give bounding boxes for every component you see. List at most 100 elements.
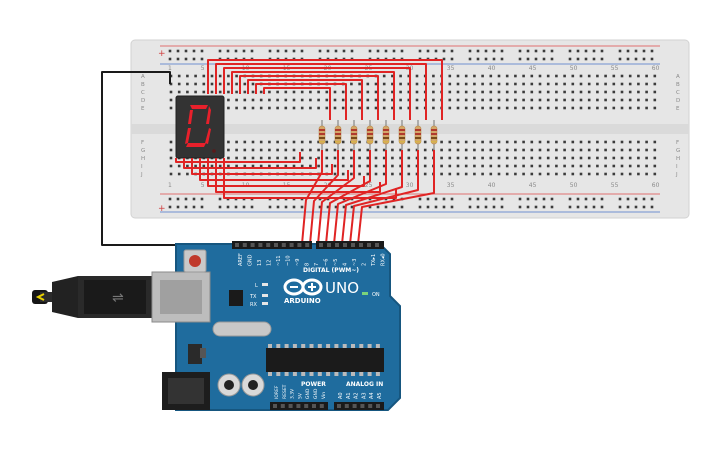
segment: [188, 110, 193, 124]
row-letter-label: H: [676, 156, 680, 162]
row-letter-label: J: [675, 172, 678, 178]
column-number-label: 55: [611, 65, 619, 72]
row-letter-label: D: [141, 98, 145, 104]
wire[interactable]: [309, 150, 339, 245]
wire[interactable]: [263, 87, 331, 120]
row-letter-label: D: [676, 98, 680, 104]
column-number-label: 60: [652, 65, 660, 72]
chip-pins: [268, 344, 380, 376]
on-led: [362, 292, 368, 295]
resistor[interactable]: [318, 125, 326, 145]
segment: [186, 143, 206, 147]
wires[interactable]: [101, 59, 443, 246]
column-number-label: 55: [611, 182, 619, 189]
digital-header-right[interactable]: [316, 241, 384, 249]
digital-pin-label: ~5: [333, 259, 339, 266]
row-letter-label: I: [676, 164, 678, 170]
wire[interactable]: [301, 150, 323, 245]
digital-pin-label: AREF: [238, 253, 244, 266]
column-number-label: 5: [201, 65, 205, 72]
power-pin-label: Vin: [321, 392, 327, 399]
power-pin-label: 5V: [297, 392, 303, 399]
power-pin-label: RESET: [282, 384, 288, 399]
column-number-label: 35: [447, 182, 455, 189]
digital-pin-label: GND: [248, 254, 254, 266]
resistor[interactable]: [430, 125, 438, 145]
wire[interactable]: [317, 150, 355, 245]
column-number-label: 35: [447, 65, 455, 72]
digital-pin-label: ~10: [286, 255, 292, 266]
segment: [185, 128, 191, 144]
wire[interactable]: [183, 158, 317, 169]
plus-rail-label-bottom: +: [158, 204, 166, 214]
resistor[interactable]: [414, 125, 422, 145]
digital-pin-label: 13: [257, 260, 263, 266]
row-letter-label: E: [141, 106, 145, 112]
row-letter-label: G: [676, 148, 680, 154]
seven-segment-display[interactable]: [175, 95, 225, 159]
wire[interactable]: [175, 152, 301, 163]
wire[interactable]: [215, 63, 427, 120]
column-number-label: 50: [570, 182, 578, 189]
wire[interactable]: [101, 71, 232, 246]
wire[interactable]: [231, 71, 395, 120]
arduino-logo-icon: [283, 278, 323, 296]
segment: [205, 128, 211, 144]
segment-digit: [185, 105, 211, 147]
usb-symbol-icon: ⇌: [112, 290, 124, 306]
digital-pin-label: 4: [343, 263, 349, 266]
wire[interactable]: [255, 83, 347, 120]
digital-pin-label: ~9: [295, 259, 301, 266]
analog-header[interactable]: [334, 402, 384, 410]
digital-pin-label: 8: [305, 263, 311, 266]
wire[interactable]: [223, 158, 397, 199]
wire[interactable]: [341, 150, 403, 245]
resistor[interactable]: [398, 125, 406, 145]
wire[interactable]: [325, 150, 371, 245]
resistor[interactable]: [382, 125, 390, 145]
wire[interactable]: [333, 150, 387, 245]
wire[interactable]: [239, 75, 379, 120]
column-number-label: 1: [168, 65, 172, 72]
wire[interactable]: [207, 158, 365, 187]
digital-pin-label: ~6: [324, 259, 330, 266]
column-number-label: 60: [652, 182, 660, 189]
wire[interactable]: [349, 150, 419, 245]
digital-header-left[interactable]: [232, 241, 312, 249]
resistor[interactable]: [334, 125, 342, 145]
column-number-label: 25: [365, 182, 373, 189]
digital-pin-label: 7: [314, 263, 320, 266]
usb-cable[interactable]: ⇌: [32, 271, 211, 323]
wire[interactable]: [199, 158, 349, 181]
segment: [206, 106, 211, 124]
row-letter-label: J: [140, 172, 143, 178]
analog-label: ANALOG IN: [346, 381, 383, 388]
power-pin-label: 3.3V: [290, 388, 296, 399]
wire[interactable]: [357, 150, 435, 245]
analog-pin-label: A4: [369, 392, 375, 399]
row-letter-label: B: [141, 82, 145, 88]
power-pin-label: GND: [313, 388, 319, 399]
digital-pin-label: TX▸1: [371, 254, 377, 267]
column-number-label: 1: [168, 182, 172, 189]
wire[interactable]: [247, 79, 363, 120]
usb-chip: [229, 290, 243, 306]
tx-led: [262, 294, 268, 297]
row-letter-label: A: [676, 74, 680, 80]
row-letter-label: C: [141, 90, 145, 96]
arduino-uno-board[interactable]: ⇌: [32, 241, 401, 411]
wire[interactable]: [223, 67, 411, 120]
analog-pin-label: A1: [346, 392, 352, 399]
digital-pin-label: 2: [362, 263, 368, 266]
atmega-chip: [266, 348, 384, 372]
wire[interactable]: [191, 158, 333, 175]
resistor[interactable]: [366, 125, 374, 145]
wire[interactable]: [207, 59, 443, 120]
arduino-brand-text: ARDUINO: [284, 297, 321, 305]
row-letter-label: F: [141, 140, 144, 146]
l-led: [262, 283, 268, 286]
resistor[interactable]: [350, 125, 358, 145]
rx-led-label: RX: [250, 302, 257, 308]
resistor-group[interactable]: [318, 120, 438, 150]
